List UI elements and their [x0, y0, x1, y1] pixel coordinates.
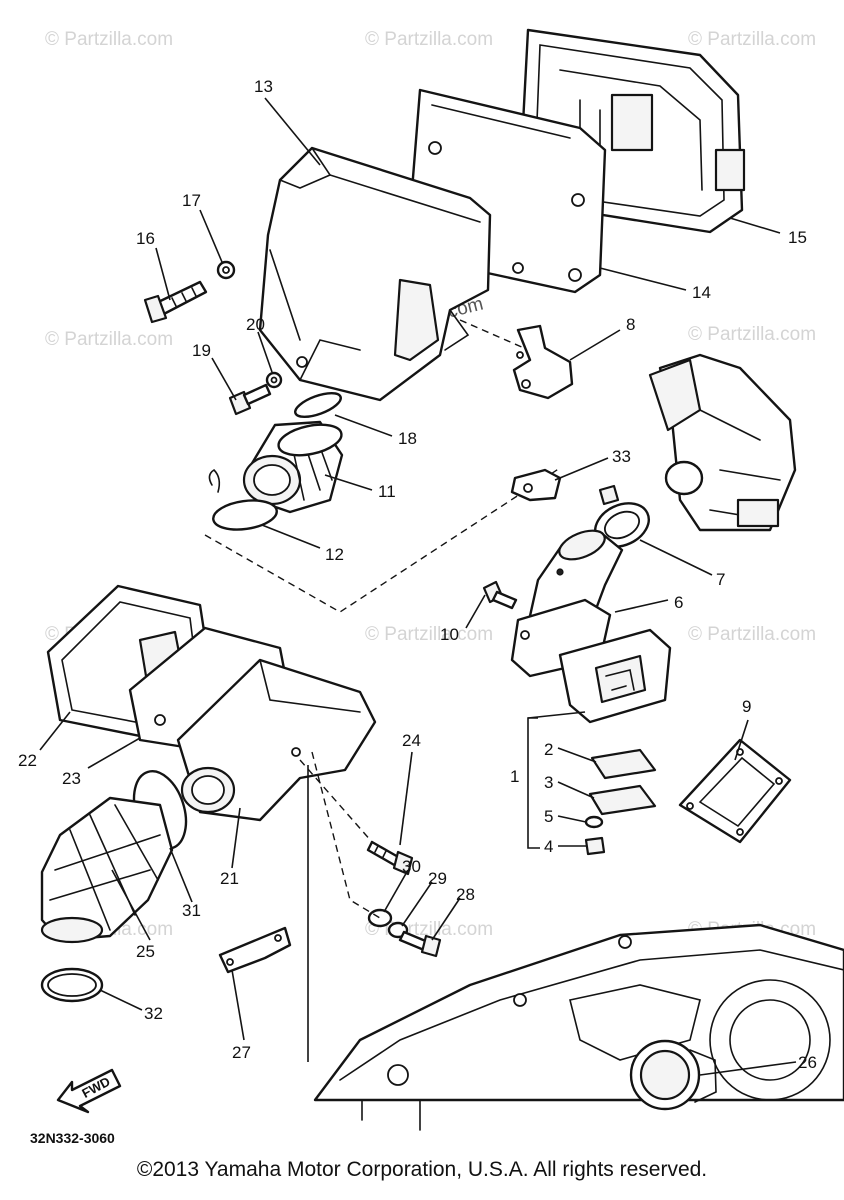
assembly-bracket — [527, 717, 540, 849]
watermark: © Partzilla.com — [45, 29, 173, 50]
callout-12: 12 — [325, 545, 344, 564]
watermark: © Partzilla.com — [688, 624, 816, 645]
watermark: © Partzilla.com — [688, 29, 816, 50]
part-5-washer — [584, 815, 604, 829]
part-16-bolt — [143, 280, 208, 324]
callout-4: 4 — [544, 837, 553, 856]
fwd-arrow-icon: FWD — [56, 1068, 122, 1114]
part-27-stay — [218, 926, 292, 974]
watermark: © Partzilla.com — [45, 329, 173, 350]
callout-3: 3 — [544, 773, 553, 792]
watermark: © Partzilla.com — [688, 324, 816, 345]
watermark: © Partzilla.com — [365, 624, 493, 645]
callout-29: 29 — [428, 869, 447, 888]
part-12-clamp — [208, 468, 278, 531]
parts-diagram: © Partzilla.com © Partzilla.com © Partzi… — [18, 28, 844, 1146]
callout-1: 1 — [510, 767, 519, 786]
carburetor — [648, 353, 797, 532]
callout-32: 32 — [144, 1004, 163, 1023]
callout-15: 15 — [788, 228, 807, 247]
callout-17: 17 — [182, 191, 201, 210]
part-30-washer — [367, 908, 393, 928]
callout-14: 14 — [692, 283, 711, 302]
assembly-line — [299, 759, 373, 843]
assembly-line — [311, 751, 381, 919]
callout-33: 33 — [612, 447, 631, 466]
part-3-reed — [588, 784, 657, 816]
part-13-case — [258, 146, 492, 402]
part-9-gasket — [678, 738, 792, 844]
callout-28: 28 — [456, 885, 475, 904]
callout-18: 18 — [398, 429, 417, 448]
part-33-bracket — [510, 468, 562, 502]
part-4-screw — [584, 836, 606, 856]
callout-25: 25 — [136, 942, 155, 961]
callout-27: 27 — [232, 1043, 251, 1062]
callouts: 13 17 16 20 19 18 11 12 15 14 8 33 7 6 1… — [18, 77, 817, 1072]
callout-7: 7 — [716, 570, 725, 589]
copyright-notice: ©2013 Yamaha Motor Corporation, U.S.A. A… — [136, 1158, 708, 1181]
part-26-duct — [629, 1039, 717, 1111]
watermark: © Partzilla.com — [365, 29, 493, 50]
crankcase-cover — [313, 923, 844, 1131]
part-11-joint — [242, 420, 344, 514]
leader — [527, 711, 586, 719]
part-7-clamp — [594, 484, 650, 548]
part-25-duct — [40, 796, 174, 944]
callout-9: 9 — [742, 697, 751, 716]
assembly-line — [204, 467, 561, 613]
callout-16: 16 — [136, 229, 155, 248]
leader-lines — [39, 97, 797, 1076]
reed-valve-assembly — [558, 628, 672, 724]
diagram-code: 32N332-3060 — [30, 1130, 115, 1146]
callout-31: 31 — [182, 901, 201, 920]
callout-13: 13 — [254, 77, 273, 96]
callout-22: 22 — [18, 751, 37, 770]
callout-11: 11 — [378, 482, 396, 501]
callout-20: 20 — [246, 315, 265, 334]
callout-21: 21 — [220, 869, 239, 888]
part-28-bolt — [398, 930, 442, 958]
part-18-seal — [294, 392, 342, 418]
part-2-reed — [590, 748, 657, 780]
part-24-screw — [366, 840, 414, 876]
callout-26: 26 — [798, 1053, 817, 1072]
callout-24: 24 — [402, 731, 421, 750]
callout-19: 19 — [192, 341, 211, 360]
callout-6: 6 — [674, 593, 683, 612]
callout-5: 5 — [544, 807, 553, 826]
part-8-bracket — [512, 324, 574, 400]
callout-10: 10 — [440, 625, 459, 644]
part-21-case — [176, 658, 377, 822]
callout-30: 30 — [402, 857, 421, 876]
part-10-bolt — [482, 580, 518, 610]
callout-2: 2 — [544, 740, 553, 759]
callout-23: 23 — [62, 769, 81, 788]
callout-8: 8 — [626, 315, 635, 334]
